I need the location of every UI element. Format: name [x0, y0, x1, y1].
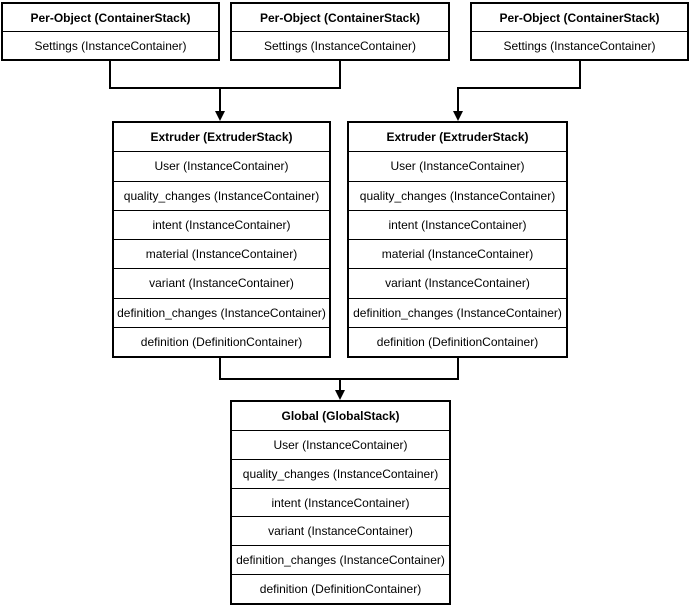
stack-header: Extruder (ExtruderStack) [150, 130, 293, 145]
stack-row: Settings (InstanceContainer) [472, 31, 687, 59]
stack-row: quality_changes (InstanceContainer) [349, 180, 566, 210]
connector-line [457, 358, 459, 379]
stack-row: definition (DefinitionContainer) [114, 326, 329, 356]
stack-header: Per-Object (ContainerStack) [30, 10, 191, 25]
stack-row: definition (DefinitionContainer) [232, 574, 449, 603]
stack-row: intent (InstanceContainer) [114, 209, 329, 239]
per-object-stack-2: Per-Object (ContainerStack) Settings (In… [230, 2, 450, 61]
extruder-stack-2: Extruder (ExtruderStack) User (InstanceC… [347, 121, 568, 358]
stack-row: User (InstanceContainer) [349, 151, 566, 180]
stack-row: intent (InstanceContainer) [349, 209, 566, 239]
connector-line [219, 358, 221, 379]
stack-row: material (InstanceContainer) [114, 239, 329, 268]
arrow-down-icon [335, 390, 345, 400]
stack-row: variant (InstanceContainer) [349, 268, 566, 297]
stack-row: User (InstanceContainer) [114, 151, 329, 180]
stack-header: Extruder (ExtruderStack) [386, 130, 529, 145]
stack-row: quality_changes (InstanceContainer) [232, 458, 449, 488]
connector-line [109, 87, 341, 89]
stack-header: Global (GlobalStack) [281, 408, 400, 423]
stack-header: Per-Object (ContainerStack) [259, 10, 421, 25]
arrow-down-icon [215, 111, 225, 121]
stack-row: intent (InstanceContainer) [232, 487, 449, 517]
stack-row: Settings (InstanceContainer) [3, 31, 218, 59]
connector-line [109, 61, 111, 88]
stack-row: variant (InstanceContainer) [114, 268, 329, 297]
connector-line [219, 88, 221, 112]
extruder-stack-1: Extruder (ExtruderStack) User (InstanceC… [112, 121, 331, 358]
stack-row: definition_changes (InstanceContainer) [232, 545, 449, 574]
stack-row: definition (DefinitionContainer) [349, 326, 566, 356]
arrow-down-icon [453, 111, 463, 121]
connector-line [339, 61, 341, 88]
stack-header: Per-Object (ContainerStack) [499, 10, 660, 25]
stack-row: User (InstanceContainer) [232, 429, 449, 459]
connector-line [457, 87, 581, 89]
stack-row: material (InstanceContainer) [349, 239, 566, 268]
per-object-stack-3: Per-Object (ContainerStack) Settings (In… [470, 2, 689, 61]
stack-row: variant (InstanceContainer) [232, 516, 449, 545]
per-object-stack-1: Per-Object (ContainerStack) Settings (In… [1, 2, 220, 61]
stack-row: definition_changes (InstanceContainer) [349, 297, 566, 327]
connector-line [579, 61, 581, 88]
connector-line [457, 88, 459, 112]
stack-row: quality_changes (InstanceContainer) [114, 180, 329, 210]
stack-row: definition_changes (InstanceContainer) [114, 297, 329, 327]
stack-row: Settings (InstanceContainer) [232, 31, 448, 59]
connector-line [339, 379, 341, 391]
global-stack: Global (GlobalStack) User (InstanceConta… [230, 400, 451, 605]
